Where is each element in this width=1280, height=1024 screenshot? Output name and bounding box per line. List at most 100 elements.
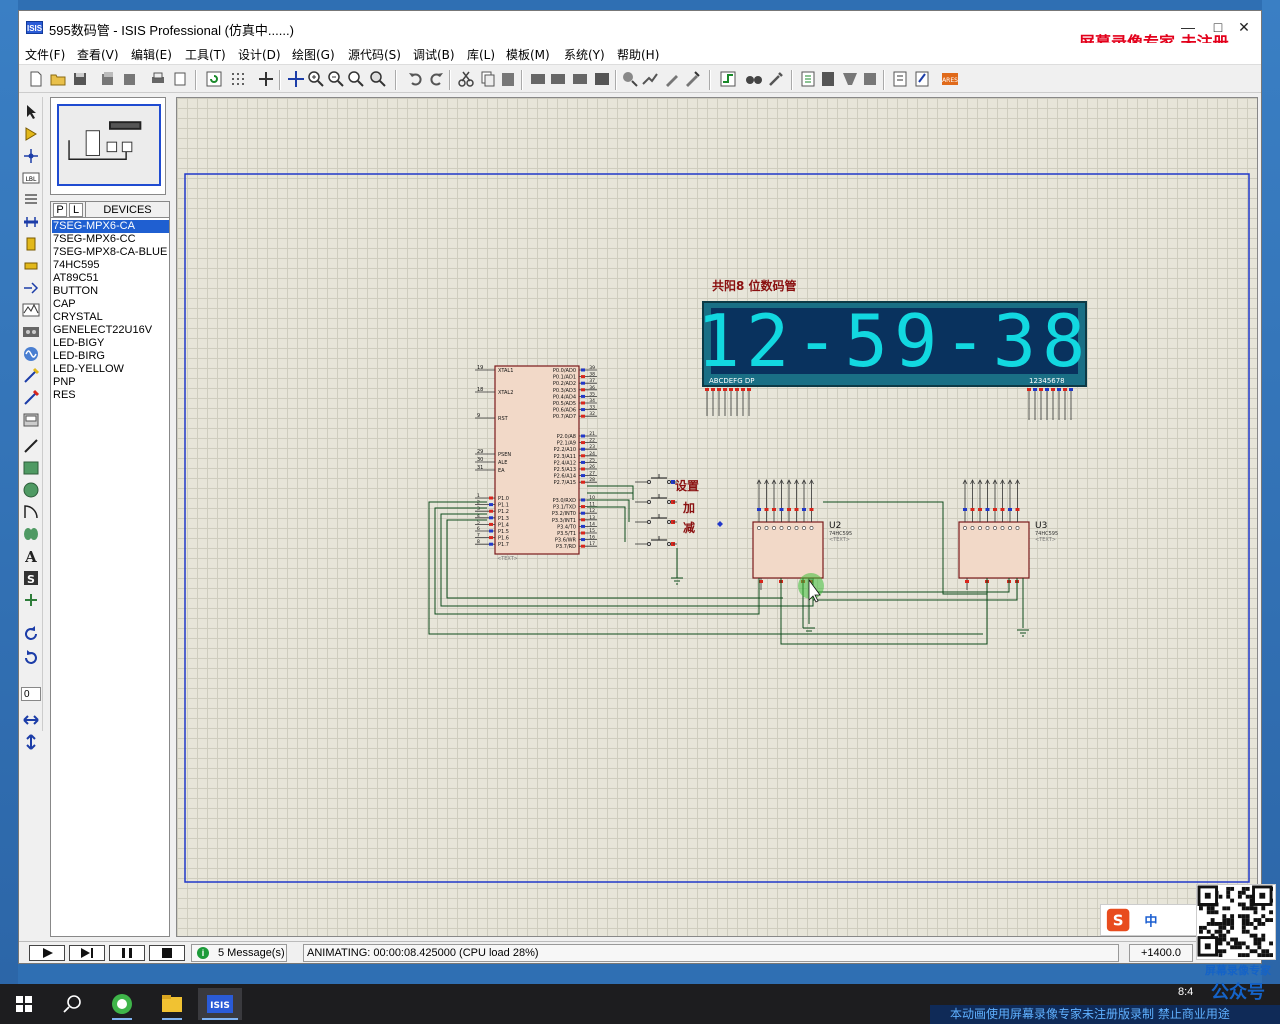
pick-device-icon[interactable]	[621, 70, 639, 88]
block-delete-icon[interactable]	[593, 70, 611, 88]
text-tool-icon[interactable]: A	[22, 547, 40, 565]
schematic-canvas[interactable]: 共阳8 位数码管 12-59-38 ABCDEFG DP 12345678 19…	[176, 97, 1258, 937]
rotate-cw-icon[interactable]	[22, 625, 40, 643]
new-file-icon[interactable]	[27, 70, 45, 88]
open-folder-icon[interactable]	[49, 70, 67, 88]
start-windows-icon[interactable]	[2, 988, 46, 1020]
rotation-angle-input[interactable]	[21, 687, 41, 701]
print-icon[interactable]	[149, 70, 167, 88]
zoom-all-icon[interactable]	[347, 70, 365, 88]
maximize-icon[interactable]: □	[1213, 19, 1223, 35]
terminal-icon[interactable]	[22, 257, 40, 275]
subcircuit-icon[interactable]	[22, 235, 40, 253]
block-rotate-icon[interactable]	[571, 70, 589, 88]
rotate-ccw-icon[interactable]	[22, 649, 40, 667]
stop-button[interactable]	[149, 945, 185, 961]
menu-design[interactable]: 设计(D)	[238, 48, 281, 62]
menu-tools[interactable]: 工具(T)	[185, 48, 226, 62]
device-item[interactable]: LED-BIRG	[53, 350, 105, 362]
menu-graph[interactable]: 绘图(G)	[292, 48, 335, 62]
library-manager-tab[interactable]: L	[69, 203, 83, 217]
device-item[interactable]: CAP	[53, 298, 76, 310]
menu-file[interactable]: 文件(F)	[25, 48, 66, 62]
line-tool-icon[interactable]	[22, 437, 40, 455]
device-item[interactable]: 7SEG-MPX6-CA	[52, 220, 169, 233]
browser-icon[interactable]	[100, 988, 144, 1020]
arc-tool-icon[interactable]	[22, 503, 40, 521]
mirror-vertical-icon[interactable]	[22, 733, 40, 751]
exit-parent-icon[interactable]	[841, 70, 859, 88]
zoom-area-icon[interactable]	[369, 70, 387, 88]
generator-icon[interactable]	[22, 345, 40, 363]
property-tool-icon[interactable]	[767, 70, 785, 88]
device-item[interactable]: GENELECT22U16V	[53, 324, 153, 336]
virtual-instrument-icon[interactable]	[22, 411, 40, 429]
device-item[interactable]: 7SEG-MPX6-CC	[53, 233, 136, 245]
grid-icon[interactable]	[229, 70, 247, 88]
path-tool-icon[interactable]	[22, 525, 40, 543]
menu-source[interactable]: 源代码(S)	[348, 48, 401, 62]
bill-of-materials-icon[interactable]	[861, 70, 879, 88]
device-item[interactable]: PNP	[53, 376, 76, 388]
wire-label-icon[interactable]: LBL	[22, 169, 40, 187]
bus-icon[interactable]	[22, 213, 40, 231]
close-icon[interactable]: ✕	[1238, 19, 1250, 35]
menu-help[interactable]: 帮助(H)	[617, 48, 660, 62]
menu-system[interactable]: 系统(Y)	[564, 48, 605, 62]
block-move-icon[interactable]	[549, 70, 567, 88]
make-device-icon[interactable]	[641, 70, 659, 88]
menu-edit[interactable]: 编辑(E)	[131, 48, 172, 62]
search-tag-icon[interactable]	[745, 70, 763, 88]
new-sheet-icon[interactable]	[799, 70, 817, 88]
voltage-probe-icon[interactable]	[22, 367, 40, 385]
zoom-out-icon[interactable]	[327, 70, 345, 88]
component-mode-icon[interactable]	[22, 125, 40, 143]
menu-template[interactable]: 模板(M)	[506, 48, 550, 62]
redo-icon[interactable]	[427, 70, 445, 88]
copy-icon[interactable]	[479, 70, 497, 88]
device-item[interactable]: LED-BIGY	[53, 337, 105, 349]
device-item[interactable]: CRYSTAL	[53, 311, 103, 323]
print-area-icon[interactable]	[171, 70, 189, 88]
junction-dot-icon[interactable]	[22, 147, 40, 165]
netlist-icon[interactable]	[891, 70, 909, 88]
device-item[interactable]: AT89C51	[53, 272, 99, 284]
symbol-tool-icon[interactable]: S	[22, 569, 40, 587]
device-item[interactable]: RES	[53, 389, 76, 401]
design-rule-icon[interactable]	[913, 70, 931, 88]
file-explorer-icon[interactable]	[150, 988, 194, 1020]
undo-icon[interactable]	[407, 70, 425, 88]
mirror-horizontal-icon[interactable]	[22, 711, 40, 729]
wire-autoroute-icon[interactable]	[719, 70, 737, 88]
circle-tool-icon[interactable]	[22, 481, 40, 499]
block-copy-icon[interactable]	[529, 70, 547, 88]
menu-debug[interactable]: 调试(B)	[413, 48, 455, 62]
ares-icon[interactable]: ARES	[941, 70, 959, 88]
remove-sheet-icon[interactable]	[819, 70, 837, 88]
redraw-icon[interactable]	[205, 70, 223, 88]
zoom-in-icon[interactable]	[307, 70, 325, 88]
current-probe-icon[interactable]	[22, 389, 40, 407]
device-item[interactable]: BUTTON	[53, 285, 99, 297]
play-button[interactable]	[29, 945, 65, 961]
import-icon[interactable]	[99, 70, 117, 88]
pan-icon[interactable]	[287, 70, 305, 88]
device-item[interactable]: LED-YELLOW	[53, 363, 124, 375]
origin-icon[interactable]	[257, 70, 275, 88]
device-pin-icon[interactable]	[22, 279, 40, 297]
export-icon[interactable]	[121, 70, 139, 88]
menu-library[interactable]: 库(L)	[467, 48, 496, 62]
tape-recorder-icon[interactable]	[22, 323, 40, 341]
box-tool-icon[interactable]	[22, 459, 40, 477]
message-count[interactable]: i 5 Message(s)	[191, 944, 287, 962]
isis-taskbar-icon[interactable]: ISIS	[198, 988, 242, 1020]
cut-icon[interactable]	[457, 70, 475, 88]
marker-tool-icon[interactable]	[22, 591, 40, 609]
package-tool-icon[interactable]	[663, 70, 681, 88]
title-bar[interactable]: ISIS 595数码管 - ISIS Professional (仿真中....…	[19, 11, 1261, 52]
selection-mode-icon[interactable]	[22, 103, 40, 121]
decompose-icon[interactable]	[683, 70, 701, 88]
paste-icon[interactable]	[499, 70, 517, 88]
minimize-icon[interactable]: —	[1181, 19, 1195, 35]
